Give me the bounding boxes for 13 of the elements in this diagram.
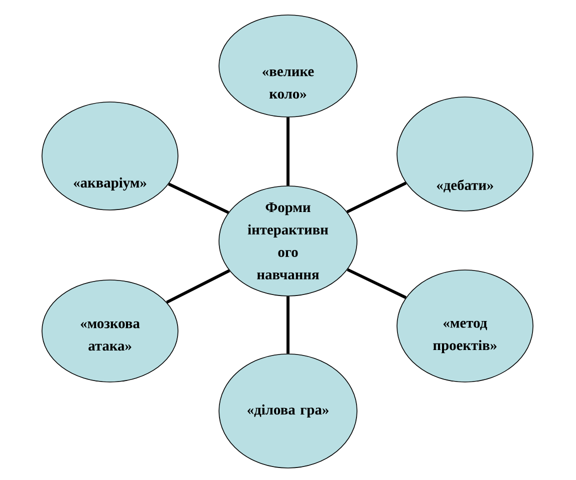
ellipse-node: «метод проектів» xyxy=(396,270,534,382)
ellipse-node: «мозкова атака» xyxy=(42,280,178,382)
ellipse-node: Форми інтерактивн ого навчання xyxy=(218,186,358,296)
ellipse-node: «акваріум» xyxy=(42,102,178,210)
connector-line xyxy=(346,182,407,214)
connector-line xyxy=(286,296,290,354)
connector-line xyxy=(346,268,407,299)
connector-line xyxy=(286,117,290,186)
ellipse-node: «ділова гра» xyxy=(218,354,358,468)
ellipse-node: «дебати» xyxy=(396,96,534,212)
connector-line xyxy=(168,182,230,214)
connector-line xyxy=(166,269,230,304)
ellipse-node: «велике коло» xyxy=(218,14,358,118)
